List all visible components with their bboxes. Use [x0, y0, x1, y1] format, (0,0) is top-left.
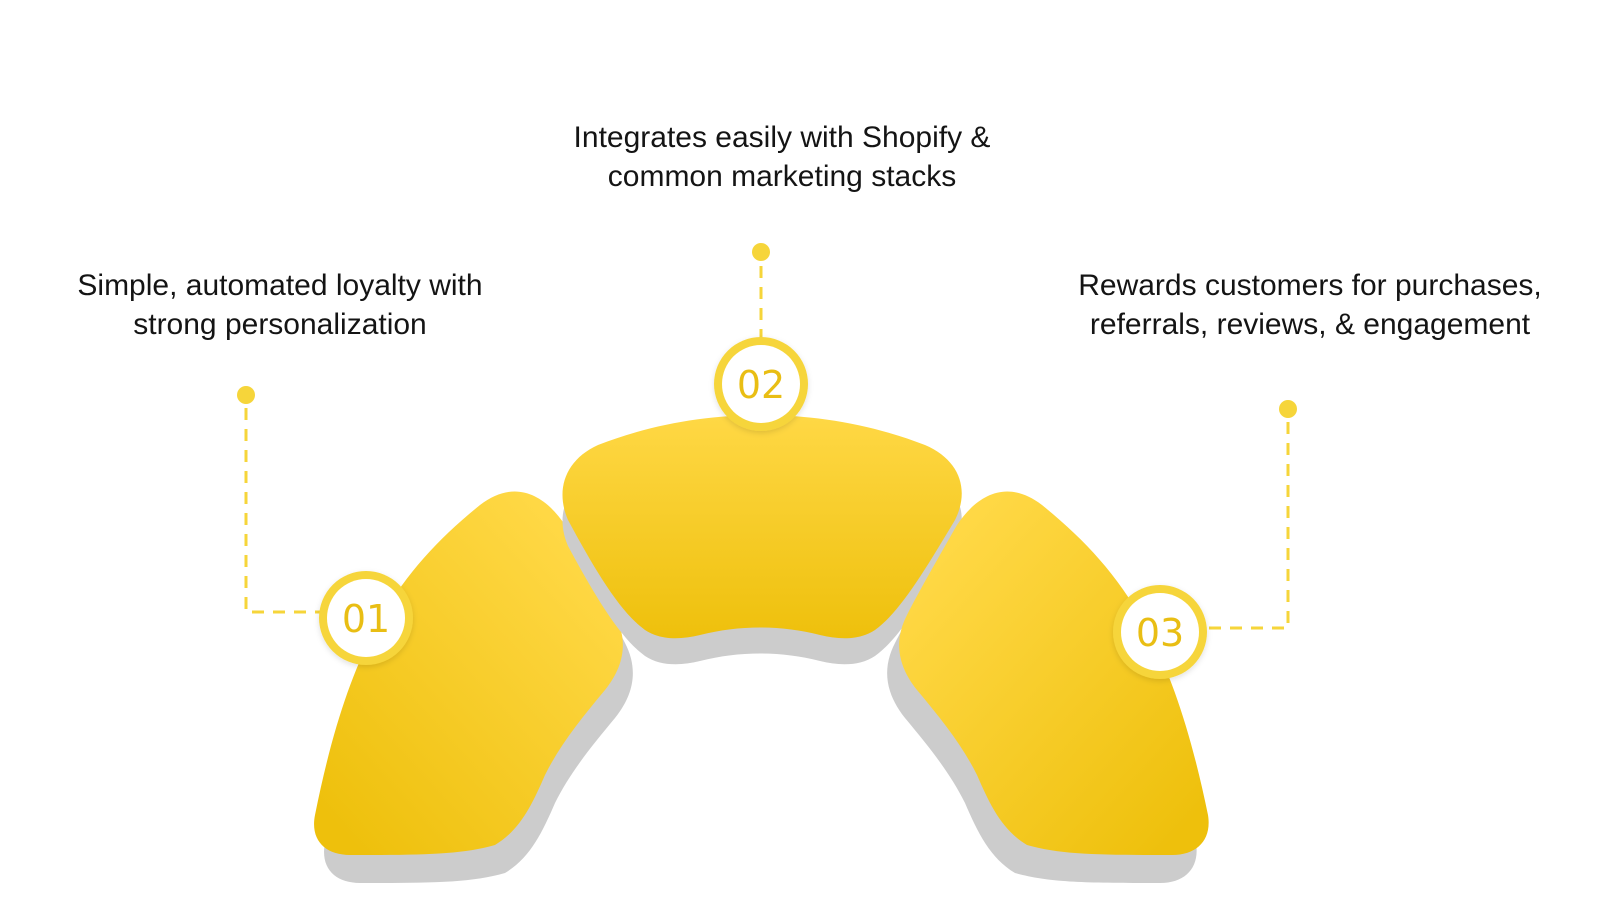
step-badge-3	[1113, 585, 1207, 679]
connector-dot-3	[1279, 400, 1297, 418]
step-caption-2: Integrates easily with Shopify & common …	[522, 118, 1042, 196]
step-caption-1: Simple, automated loyalty with strong pe…	[20, 266, 540, 344]
step-caption-3-line-1: Rewards customers for purchases,	[1078, 269, 1542, 302]
step-number-2: 02	[737, 363, 785, 407]
step-caption-2-line-2: common marketing stacks	[607, 160, 957, 193]
step-number-1: 01	[342, 597, 390, 641]
connector-1	[237, 386, 325, 614]
step-caption-2-line-1: Integrates easily with Shopify &	[573, 121, 991, 154]
step-caption-1-line-1: Simple, automated loyalty with	[77, 269, 483, 302]
segment-3-fill	[899, 491, 1209, 855]
segment-2-fill	[562, 415, 962, 639]
step-caption-1-line-2: strong personalization	[133, 308, 427, 341]
connector-3	[1206, 400, 1297, 630]
step-caption-3: Rewards customers for purchases, referra…	[1030, 266, 1590, 344]
connector-2	[752, 243, 770, 346]
segment-1	[314, 491, 633, 883]
connector-dot-1	[237, 386, 255, 404]
segment-1-fill	[314, 491, 623, 855]
step-badge-1	[319, 571, 413, 665]
step-caption-3-line-2: referrals, reviews, & engagement	[1089, 308, 1531, 341]
step-badge-2	[714, 337, 808, 431]
segment-2	[562, 415, 962, 665]
step-number-3: 03	[1136, 611, 1184, 655]
connector-dot-2	[752, 243, 770, 261]
segment-3	[887, 491, 1209, 883]
